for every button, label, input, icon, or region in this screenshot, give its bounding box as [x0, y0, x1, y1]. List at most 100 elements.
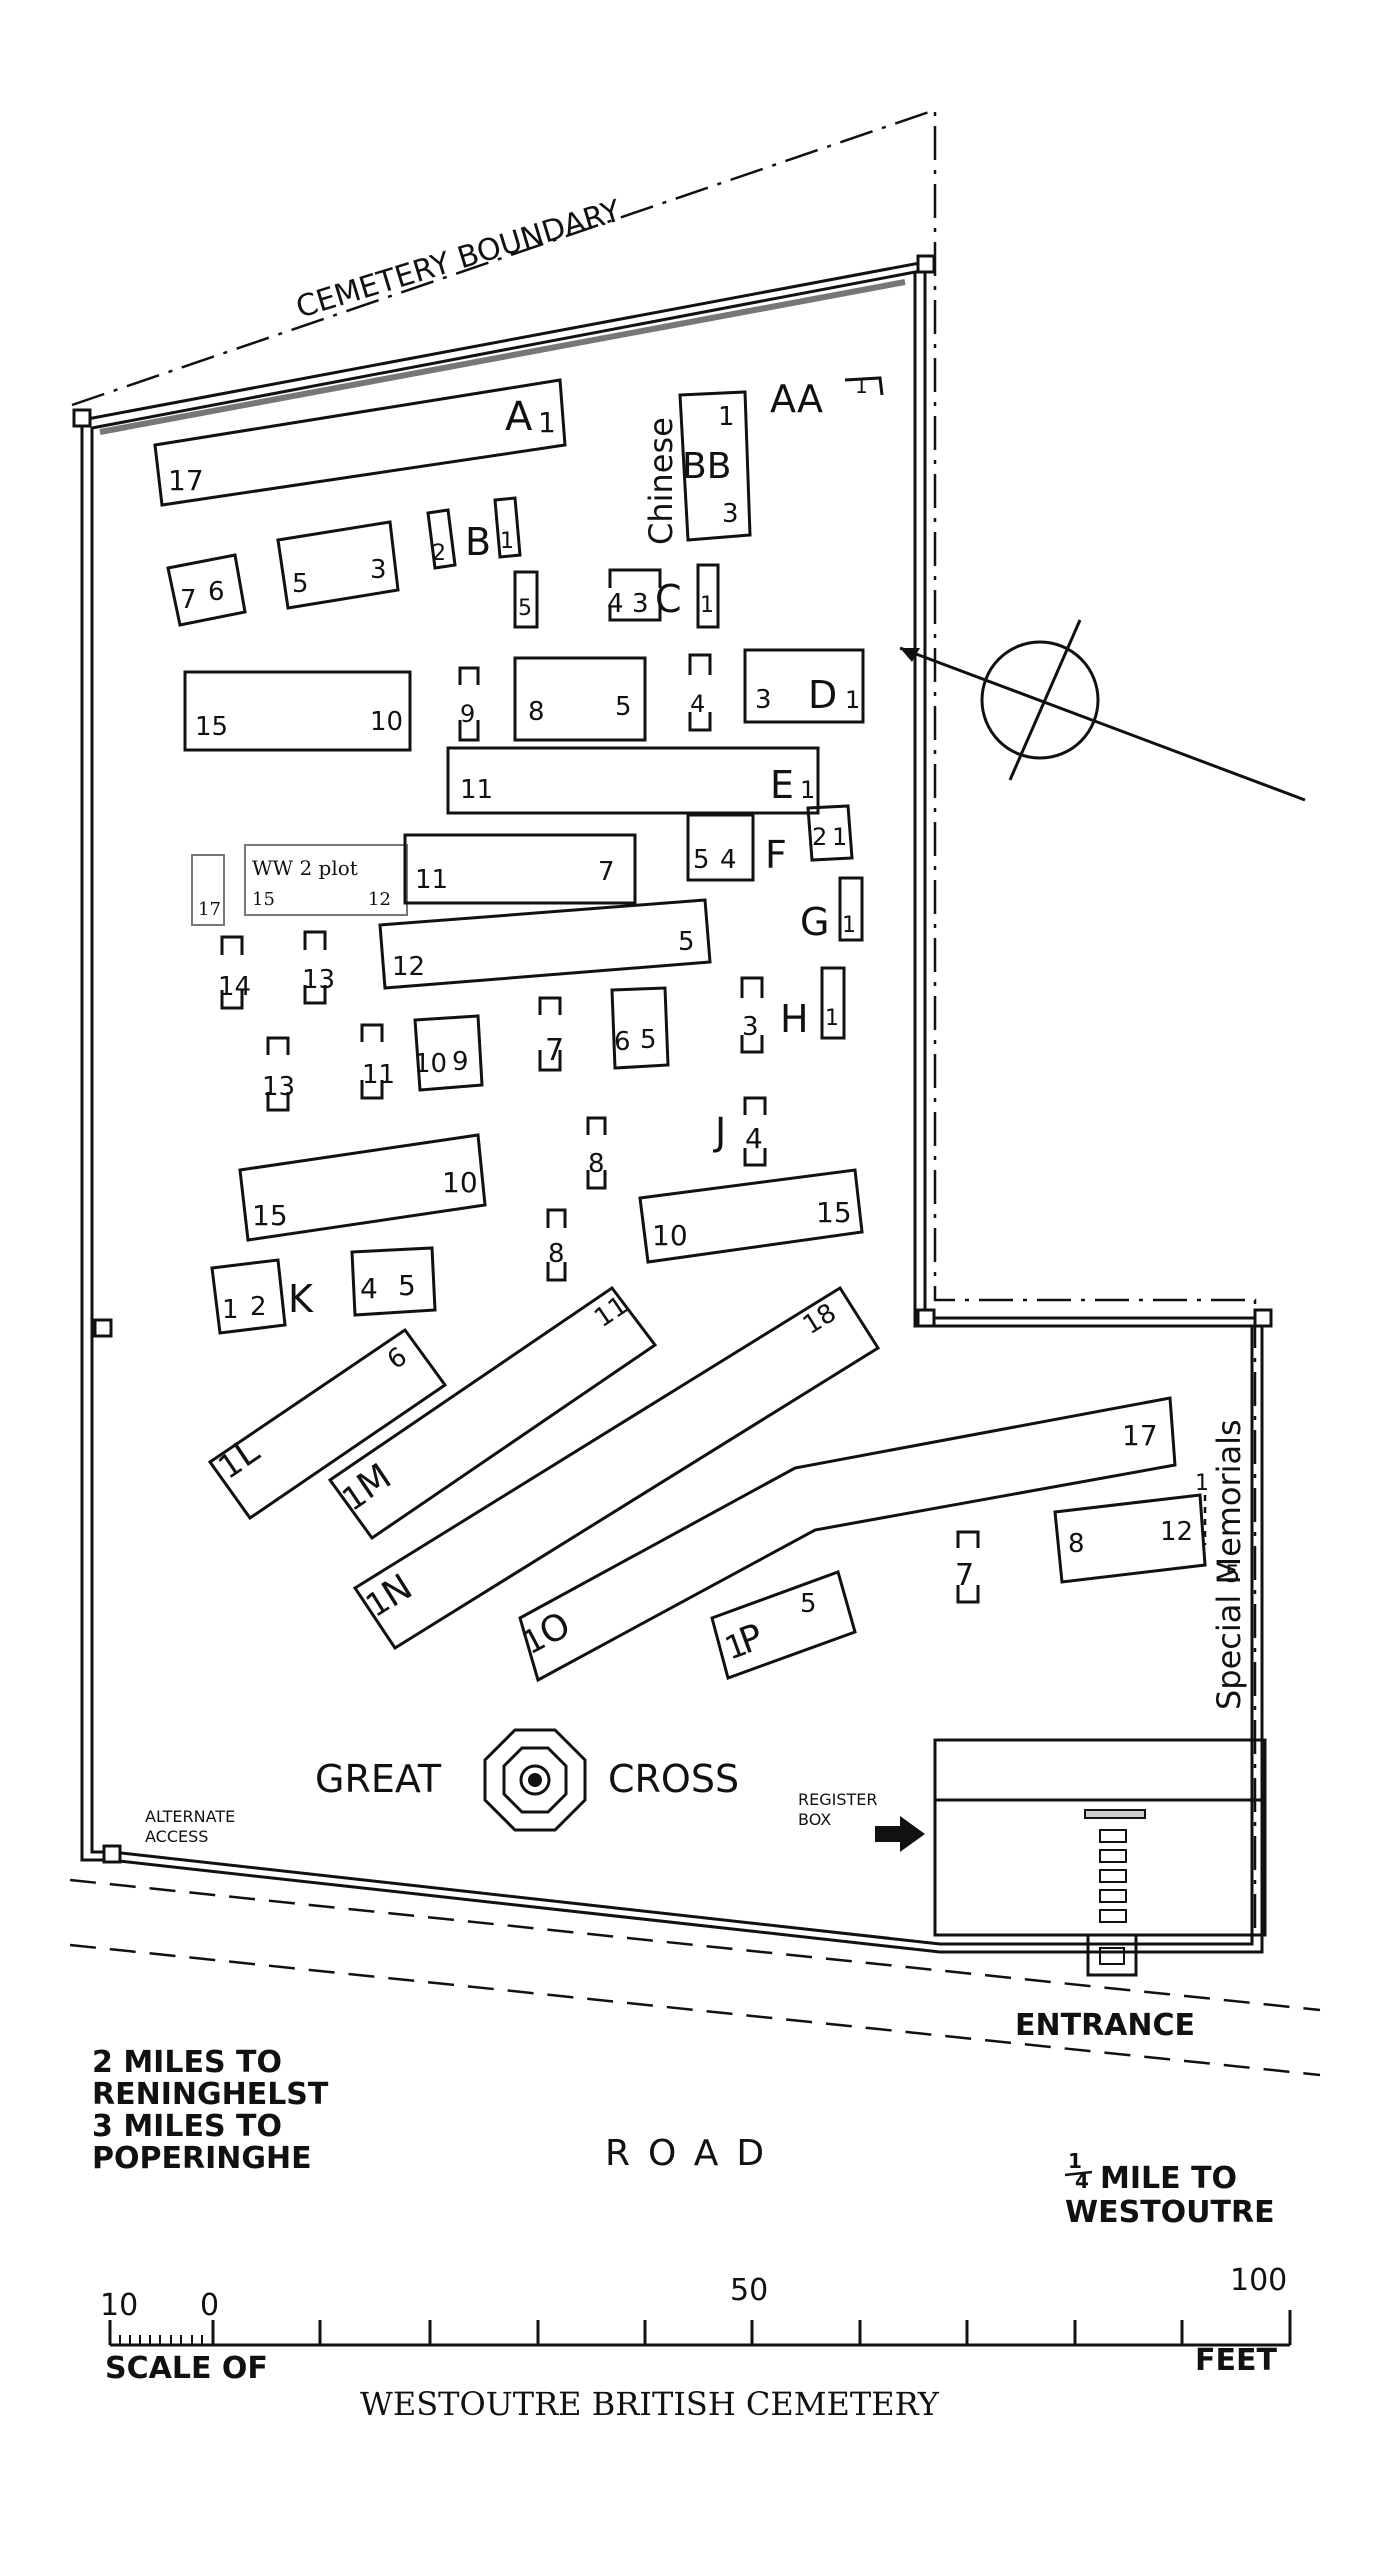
plot-row-15-10: 15 10 [183, 670, 412, 752]
svg-text:2: 2 [432, 541, 446, 566]
svg-text:7: 7 [955, 1558, 974, 1593]
svg-text:3: 3 [755, 685, 772, 715]
svg-text:8: 8 [1068, 1529, 1085, 1559]
plot-7b: 7 [955, 1530, 980, 1604]
svg-text:5: 5 [693, 845, 710, 875]
svg-text:10: 10 [100, 2288, 138, 2323]
svg-text:4: 4 [607, 589, 624, 619]
plot-8a: 8 [586, 1116, 607, 1190]
plot-row-53: 5 3 [276, 520, 400, 610]
svg-text:1: 1 [842, 913, 856, 938]
svg-text:8: 8 [548, 1239, 565, 1269]
svg-text:12: 12 [368, 889, 391, 910]
svg-text:3: 3 [632, 589, 649, 619]
svg-text:WW 2 plot: WW 2 plot [252, 856, 358, 880]
svg-text:6: 6 [208, 577, 225, 607]
svg-text:4: 4 [745, 1122, 763, 1155]
svg-text:8: 8 [528, 697, 545, 727]
svg-text:15: 15 [195, 712, 228, 742]
svg-text:18: 18 [798, 1298, 842, 1341]
svg-text:WESTOUTRE: WESTOUTRE [1065, 2195, 1275, 2230]
directions-right: 1 4 MILE TO WESTOUTRE [1064, 2149, 1275, 2230]
svg-text:1: 1 [500, 529, 514, 554]
svg-text:H: H [780, 997, 809, 1041]
entrance-building [933, 1738, 1267, 1977]
svg-text:A: A [505, 394, 533, 440]
cemetery-boundary-label: CEMETERY BOUNDARY [292, 193, 625, 325]
svg-text:B: B [465, 520, 491, 564]
north-arrow-icon [899, 619, 1306, 802]
svg-text:K: K [288, 1277, 314, 1321]
svg-text:5: 5 [640, 1025, 657, 1055]
svg-text:3: 3 [722, 499, 739, 529]
plot-a: A 1 17 [153, 378, 567, 507]
great-label: GREAT [315, 1757, 442, 1801]
plot-j: J 4 [713, 1096, 767, 1167]
svg-text:17: 17 [1122, 1419, 1158, 1452]
svg-text:7: 7 [545, 1033, 564, 1068]
plot-row-76: 7 6 [166, 553, 247, 627]
plot-7: 7 [538, 996, 564, 1072]
svg-text:17: 17 [168, 464, 204, 497]
svg-text:C: C [655, 577, 682, 621]
svg-text:15: 15 [252, 1199, 288, 1232]
svg-text:15: 15 [252, 889, 275, 910]
svg-text:5: 5 [615, 692, 632, 722]
svg-text:0: 0 [200, 2288, 219, 2323]
svg-text:14: 14 [218, 972, 251, 1002]
plot-bb: 1 BB 3 [678, 390, 752, 542]
svg-text:3: 3 [742, 1012, 759, 1042]
svg-text:13: 13 [262, 1072, 295, 1102]
svg-text:1: 1 [845, 686, 860, 714]
svg-text:3: 3 [370, 555, 387, 585]
svg-text:AA: AA [770, 377, 823, 421]
plot-e: 11 E 1 [446, 746, 820, 815]
plot-c: 4 3 C 1 [607, 563, 720, 629]
road-label: ROAD [605, 2133, 782, 2174]
svg-text:17: 17 [198, 899, 221, 920]
svg-text:6: 6 [614, 1027, 631, 1057]
register-box-label-2: BOX [798, 1810, 831, 1829]
plot-1p: 1 P 5 [710, 1570, 857, 1680]
plot-memorials: 1 5 [1195, 1471, 1240, 1588]
svg-text:7: 7 [598, 857, 615, 887]
svg-text:5: 5 [292, 569, 309, 599]
road-edge-lower [69, 1943, 1321, 2077]
svg-text:2 MILES TO: 2 MILES TO [92, 2045, 282, 2080]
svg-text:1: 1 [825, 1006, 839, 1031]
svg-text:11: 11 [589, 1290, 633, 1333]
alternate-access-label-2: ACCESS [145, 1827, 208, 1846]
register-box-label: REGISTER [798, 1790, 878, 1809]
svg-text:1: 1 [832, 823, 847, 851]
plot-13a: 13 [302, 930, 335, 1005]
plot-row-15-10b: 15 10 [238, 1133, 487, 1242]
svg-text:3 MILES TO: 3 MILES TO [92, 2109, 282, 2144]
svg-text:10: 10 [442, 1166, 478, 1199]
svg-text:100: 100 [1230, 2263, 1287, 2298]
plot-14: 14 [218, 935, 251, 1010]
svg-text:D: D [808, 673, 837, 717]
svg-text:50: 50 [730, 2273, 768, 2308]
svg-text:13: 13 [302, 965, 335, 995]
svg-text:G: G [800, 900, 829, 944]
svg-text:RENINGHELST: RENINGHELST [92, 2077, 329, 2112]
great-cross-icon [483, 1728, 587, 1832]
road-edge-upper [69, 1878, 1321, 2012]
plot-4: 4 [688, 653, 712, 732]
svg-text:FEET: FEET [1195, 2343, 1277, 2378]
plot-row-10-9: 10 9 [413, 1014, 484, 1092]
svg-text:POPERINGHE: POPERINGHE [92, 2141, 312, 2176]
plot-k: 1 2 K 4 5 [210, 1246, 437, 1335]
svg-text:4: 4 [720, 845, 737, 875]
svg-text:1: 1 [718, 402, 735, 432]
plot-aa: AA 1 [770, 374, 884, 421]
special-memorials-label: Special Memorials [1210, 1419, 1248, 1710]
cemetery-boundary-line [71, 108, 1257, 1930]
plot-f: 5 4 F 2 1 [686, 804, 854, 882]
svg-text:11: 11 [362, 1060, 395, 1090]
svg-text:4: 4 [360, 1272, 378, 1305]
svg-text:11: 11 [415, 865, 448, 895]
svg-text:5: 5 [518, 596, 532, 621]
svg-text:10: 10 [370, 707, 403, 737]
